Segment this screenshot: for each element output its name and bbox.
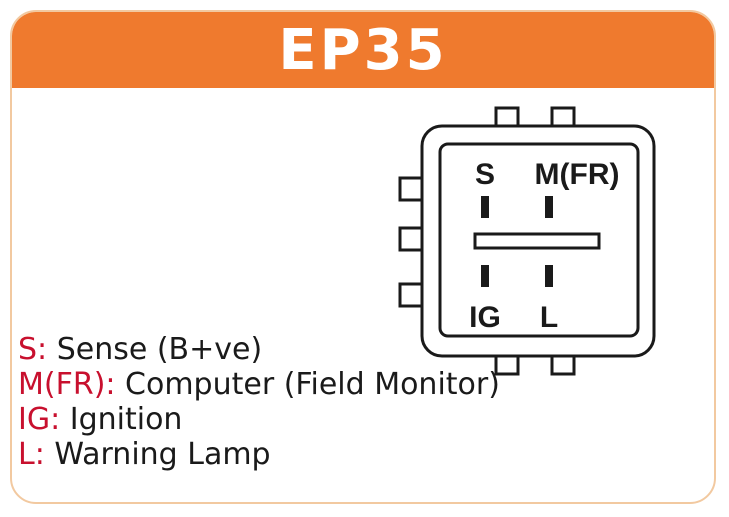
pin-ig-terminal xyxy=(481,265,489,287)
legend-code: L: xyxy=(18,437,45,472)
pin-label-mfr: M(FR) xyxy=(535,158,620,191)
legend-text: Ignition xyxy=(60,402,183,437)
legend-code: S: xyxy=(18,332,48,367)
legend-text: Sense (B+ve) xyxy=(47,332,263,367)
connector-tab-left-3 xyxy=(398,282,426,308)
title-banner: EP35 xyxy=(12,12,714,88)
legend-code: M(FR): xyxy=(18,367,116,402)
connector-tab-left-1 xyxy=(398,176,426,202)
legend-text: Computer (Field Monitor) xyxy=(115,367,500,402)
connector-key-bar xyxy=(473,232,601,250)
connector-tab-left-2 xyxy=(398,226,426,252)
pin-label-s: S xyxy=(475,158,495,191)
pin-s-terminal xyxy=(481,196,489,218)
legend-row: L: Warning Lamp xyxy=(18,437,500,472)
legend-row: M(FR): Computer (Field Monitor) xyxy=(18,367,500,402)
pin-l-terminal xyxy=(545,265,553,287)
legend-text: Warning Lamp xyxy=(44,437,271,472)
pin-legend: S: Sense (B+ve) M(FR): Computer (Field M… xyxy=(18,332,500,472)
legend-code: IG: xyxy=(18,402,61,437)
pin-label-l: L xyxy=(540,301,558,334)
pin-label-ig: IG xyxy=(469,301,501,334)
part-number-title: EP35 xyxy=(278,17,448,83)
legend-row: S: Sense (B+ve) xyxy=(18,332,500,367)
legend-row: IG: Ignition xyxy=(18,402,500,437)
pin-mfr-terminal xyxy=(545,196,553,218)
